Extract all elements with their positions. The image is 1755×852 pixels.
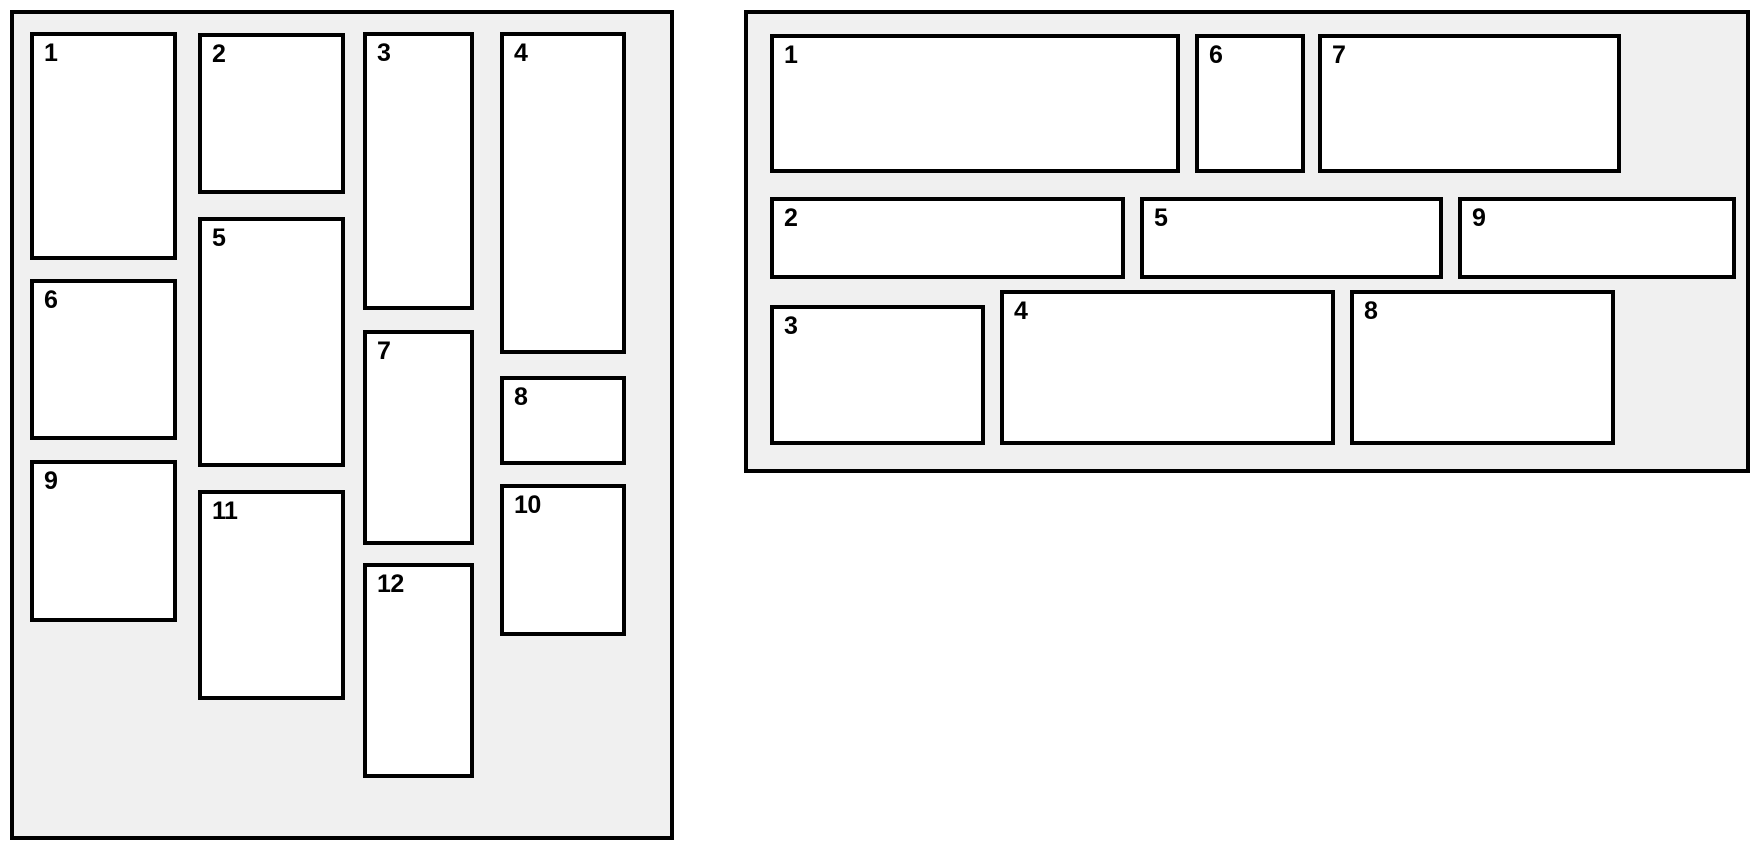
layout-block-3[interactable]: 3 bbox=[363, 32, 474, 310]
layout-block-7[interactable]: 7 bbox=[1318, 34, 1621, 173]
layout-block-label: 12 bbox=[377, 570, 404, 598]
layout-block-3[interactable]: 3 bbox=[770, 305, 985, 445]
layout-block-label: 1 bbox=[784, 41, 798, 69]
layout-block-label: 8 bbox=[1364, 297, 1378, 325]
layout-block-5[interactable]: 5 bbox=[198, 217, 345, 467]
layout-block-label: 4 bbox=[1014, 297, 1028, 325]
layout-block-label: 4 bbox=[514, 39, 528, 67]
layout-block-label: 2 bbox=[212, 40, 226, 68]
layout-block-2[interactable]: 2 bbox=[770, 197, 1125, 279]
layout-block-7[interactable]: 7 bbox=[363, 330, 474, 545]
layout-block-6[interactable]: 6 bbox=[30, 279, 177, 440]
layout-block-label: 11 bbox=[212, 497, 238, 525]
layout-block-label: 3 bbox=[784, 312, 798, 340]
layout-block-5[interactable]: 5 bbox=[1140, 197, 1443, 279]
layout-block-11[interactable]: 11 bbox=[198, 490, 345, 700]
layout-block-1[interactable]: 1 bbox=[770, 34, 1180, 173]
layout-block-label: 10 bbox=[514, 491, 541, 519]
layout-block-label: 5 bbox=[1154, 204, 1168, 232]
layout-block-label: 2 bbox=[784, 204, 798, 232]
layout-block-4[interactable]: 4 bbox=[500, 32, 626, 354]
layout-block-label: 7 bbox=[377, 337, 391, 365]
layout-block-label: 5 bbox=[212, 224, 226, 252]
layout-block-6[interactable]: 6 bbox=[1195, 34, 1305, 173]
layout-block-8[interactable]: 8 bbox=[1350, 290, 1615, 445]
layout-block-4[interactable]: 4 bbox=[1000, 290, 1335, 445]
layout-block-12[interactable]: 12 bbox=[363, 563, 474, 778]
layout-block-label: 9 bbox=[44, 467, 58, 495]
layout-block-8[interactable]: 8 bbox=[500, 376, 626, 465]
layout-block-label: 3 bbox=[377, 39, 391, 67]
layout-block-10[interactable]: 10 bbox=[500, 484, 626, 636]
layout-block-2[interactable]: 2 bbox=[198, 33, 345, 194]
layout-block-1[interactable]: 1 bbox=[30, 32, 177, 260]
layout-block-label: 8 bbox=[514, 383, 528, 411]
layout-block-label: 6 bbox=[44, 286, 58, 314]
layout-block-9[interactable]: 9 bbox=[1458, 197, 1736, 279]
layout-block-label: 1 bbox=[44, 39, 58, 67]
right-layout-panel: 1 6 7 2 5 9 3 4 8 bbox=[744, 10, 1750, 473]
layout-block-label: 9 bbox=[1472, 204, 1486, 232]
layout-block-label: 6 bbox=[1209, 41, 1223, 69]
layout-block-label: 7 bbox=[1332, 41, 1346, 69]
layout-block-9[interactable]: 9 bbox=[30, 460, 177, 622]
